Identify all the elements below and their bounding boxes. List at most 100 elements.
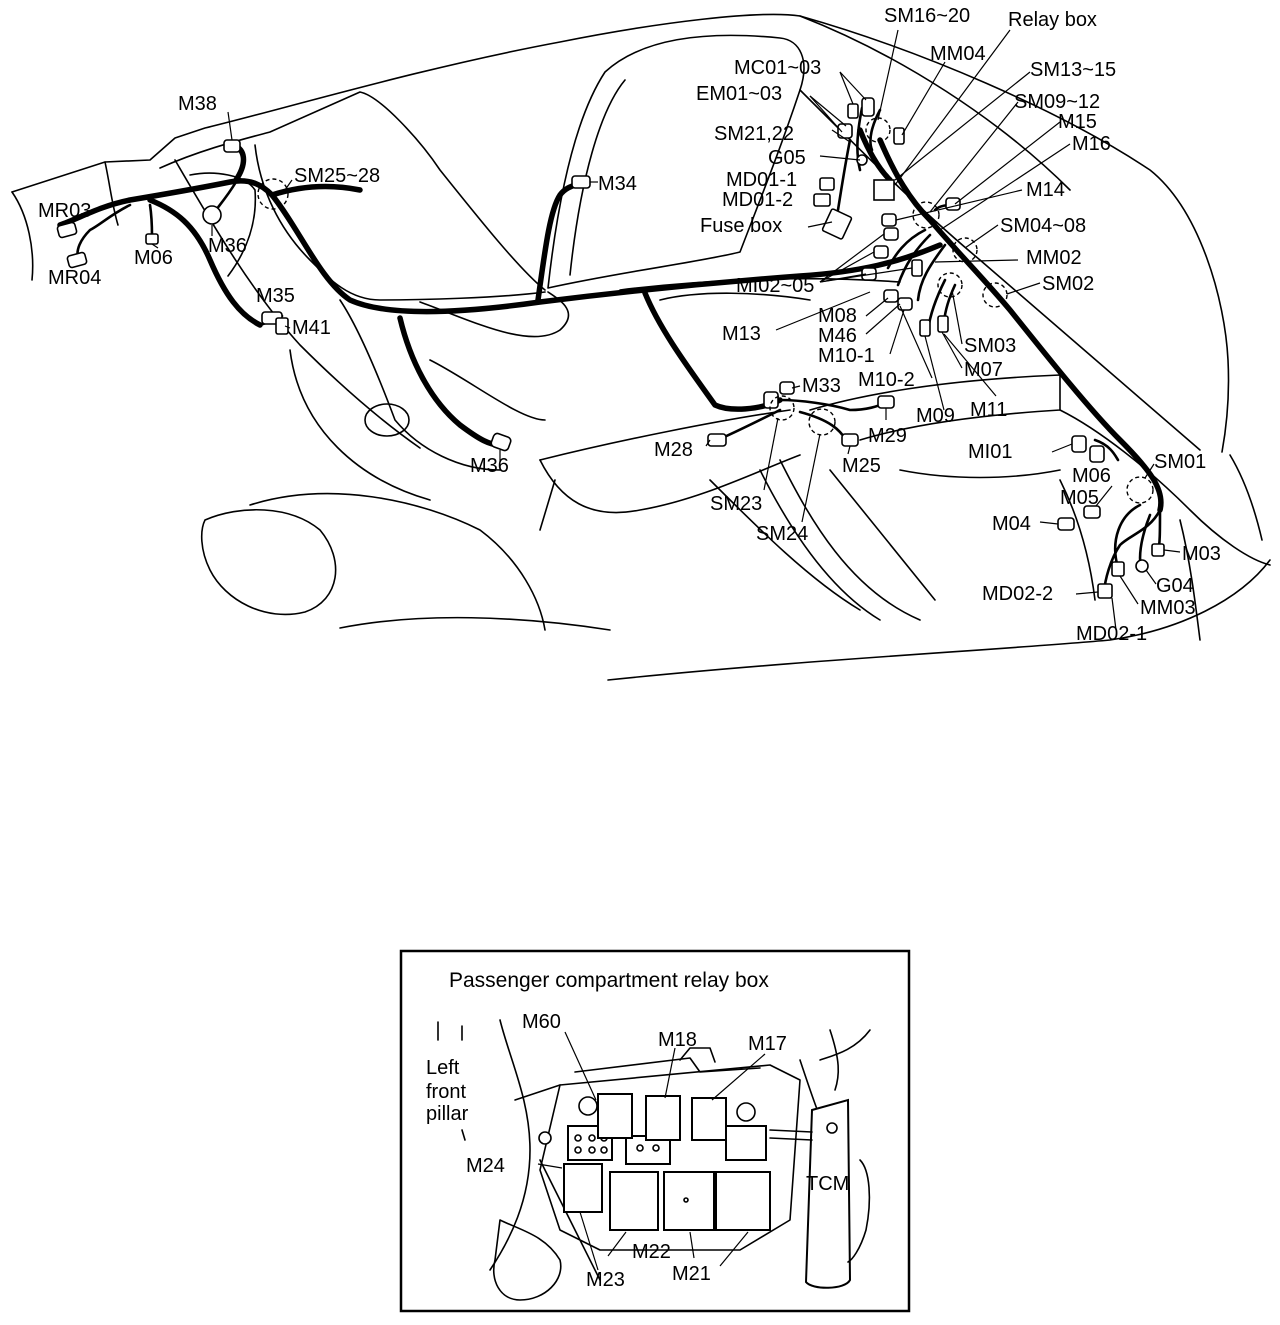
fuse-block bbox=[567, 1125, 613, 1161]
label-m46: M46 bbox=[818, 325, 857, 347]
connector-m33b bbox=[779, 381, 795, 395]
relay-upper-right bbox=[725, 1125, 767, 1161]
label-m36-lower: M36 bbox=[470, 455, 509, 477]
label-m11: M11 bbox=[970, 399, 1007, 421]
label-sm01: SM01 bbox=[1154, 451, 1206, 473]
inset-label-m22: M22 bbox=[632, 1241, 671, 1263]
label-m07: M07 bbox=[964, 359, 1003, 381]
label-m10-1: M10-1 bbox=[818, 345, 875, 367]
main-labels: SM16~20 Relay box MM04 MC01~03 SM13~15 E… bbox=[38, 5, 1221, 645]
splice-sm01 bbox=[1126, 476, 1154, 504]
label-sm16-20: SM16~20 bbox=[884, 5, 970, 27]
connector-m04 bbox=[1057, 517, 1075, 531]
label-md02-2: MD02-2 bbox=[982, 583, 1053, 605]
relay-m60 bbox=[597, 1093, 633, 1139]
connector-m28 bbox=[707, 433, 727, 447]
relay-m17 bbox=[691, 1097, 727, 1141]
splice-sm03 bbox=[937, 272, 963, 298]
connectors bbox=[56, 97, 1165, 599]
connector-m06-left bbox=[145, 233, 159, 245]
connector-m06-right bbox=[1089, 445, 1105, 463]
label-mm02: MM02 bbox=[1026, 247, 1082, 269]
label-m06-left: M06 bbox=[134, 247, 173, 269]
relay-m23 bbox=[563, 1163, 603, 1213]
label-mm03: MM03 bbox=[1140, 597, 1196, 619]
label-em01-03: EM01~03 bbox=[696, 83, 782, 105]
connector-mi01 bbox=[1071, 435, 1087, 453]
label-sm02: SM02 bbox=[1042, 273, 1094, 295]
inset-label-left-3: pillar bbox=[426, 1103, 469, 1125]
label-m34: M34 bbox=[598, 173, 637, 195]
connector-m41 bbox=[275, 317, 289, 335]
relay-lower-right bbox=[715, 1171, 771, 1231]
relay-box bbox=[873, 179, 895, 201]
label-sm04-08: SM04~08 bbox=[1000, 215, 1086, 237]
label-g04: G04 bbox=[1156, 575, 1194, 597]
label-m28: M28 bbox=[654, 439, 693, 461]
connector-m34 bbox=[571, 175, 591, 189]
splice-sm23 bbox=[769, 395, 795, 421]
label-m10-2: M10-2 bbox=[858, 369, 915, 391]
label-sm23: SM23 bbox=[710, 493, 762, 515]
splice-sm09-12 bbox=[912, 201, 940, 229]
label-fuse-box: Fuse box bbox=[700, 215, 782, 237]
label-m33: M33 bbox=[802, 375, 841, 397]
ground-g04 bbox=[1135, 559, 1149, 573]
splice-sm04-08 bbox=[952, 237, 978, 263]
label-mr03: MR03 bbox=[38, 200, 91, 222]
connector-md01-2 bbox=[813, 193, 831, 207]
label-md01-2: MD01-2 bbox=[722, 189, 793, 211]
connector-m33 bbox=[763, 391, 779, 409]
label-m41: M41 bbox=[292, 317, 331, 339]
label-m06-right: M06 bbox=[1072, 465, 1111, 487]
label-g05: G05 bbox=[768, 147, 806, 169]
label-relay-box: Relay box bbox=[1008, 9, 1097, 31]
label-m09: M09 bbox=[916, 405, 955, 427]
connector-m25 bbox=[841, 433, 859, 447]
bolt-m24 bbox=[538, 1131, 552, 1145]
connector-m46 bbox=[897, 297, 913, 311]
connector-m36-lower bbox=[490, 432, 512, 452]
inset-label-m17: M17 bbox=[748, 1033, 787, 1055]
leader-lines bbox=[151, 29, 1181, 631]
connector-md01-1 bbox=[819, 177, 835, 191]
label-md02-1: MD02-1 bbox=[1076, 623, 1147, 645]
connector-m36-upper bbox=[202, 205, 222, 225]
connector-mc01 bbox=[861, 97, 875, 117]
inset-label-m18: M18 bbox=[658, 1029, 697, 1051]
inset-title: Passenger compartment relay box bbox=[449, 969, 769, 992]
connector-m14 bbox=[881, 213, 897, 227]
connector-mr03 bbox=[56, 221, 78, 239]
connector-m03 bbox=[1151, 543, 1165, 557]
label-m08: M08 bbox=[818, 305, 857, 327]
label-m36-upper: M36 bbox=[208, 235, 247, 257]
relay-m18 bbox=[645, 1095, 681, 1141]
inset-label-m24: M24 bbox=[466, 1155, 505, 1177]
splice-sm02 bbox=[982, 282, 1008, 308]
label-sm09-12: SM09~12 bbox=[1014, 91, 1100, 113]
label-mc01-03: MC01~03 bbox=[734, 57, 821, 79]
connector-mm04 bbox=[893, 127, 905, 145]
label-mi02-05: MI02~05 bbox=[736, 275, 814, 297]
label-m04: M04 bbox=[992, 513, 1031, 535]
label-m29: M29 bbox=[868, 425, 907, 447]
connector-m07 bbox=[937, 315, 949, 333]
connector-md02-2 bbox=[1097, 583, 1113, 599]
inset-label-m23: M23 bbox=[586, 1269, 625, 1291]
connector-m05 bbox=[1083, 505, 1101, 519]
connector-m38 bbox=[223, 139, 241, 153]
connector-mm03 bbox=[1111, 561, 1125, 577]
label-m13: M13 bbox=[722, 323, 761, 345]
label-sm13-15: SM13~15 bbox=[1030, 59, 1116, 81]
connector-mc02 bbox=[847, 103, 859, 119]
splice-sm25-28 bbox=[257, 178, 289, 210]
label-mm04: MM04 bbox=[930, 43, 986, 65]
label-sm25-28: SM25~28 bbox=[294, 165, 380, 187]
relay-box-inset: Passenger compartment relay box bbox=[399, 949, 911, 1313]
connector-mi02 bbox=[883, 227, 899, 241]
inset-label-tcm: TCM bbox=[806, 1173, 849, 1195]
splice-sm24 bbox=[808, 408, 836, 436]
label-sm03: SM03 bbox=[964, 335, 1016, 357]
